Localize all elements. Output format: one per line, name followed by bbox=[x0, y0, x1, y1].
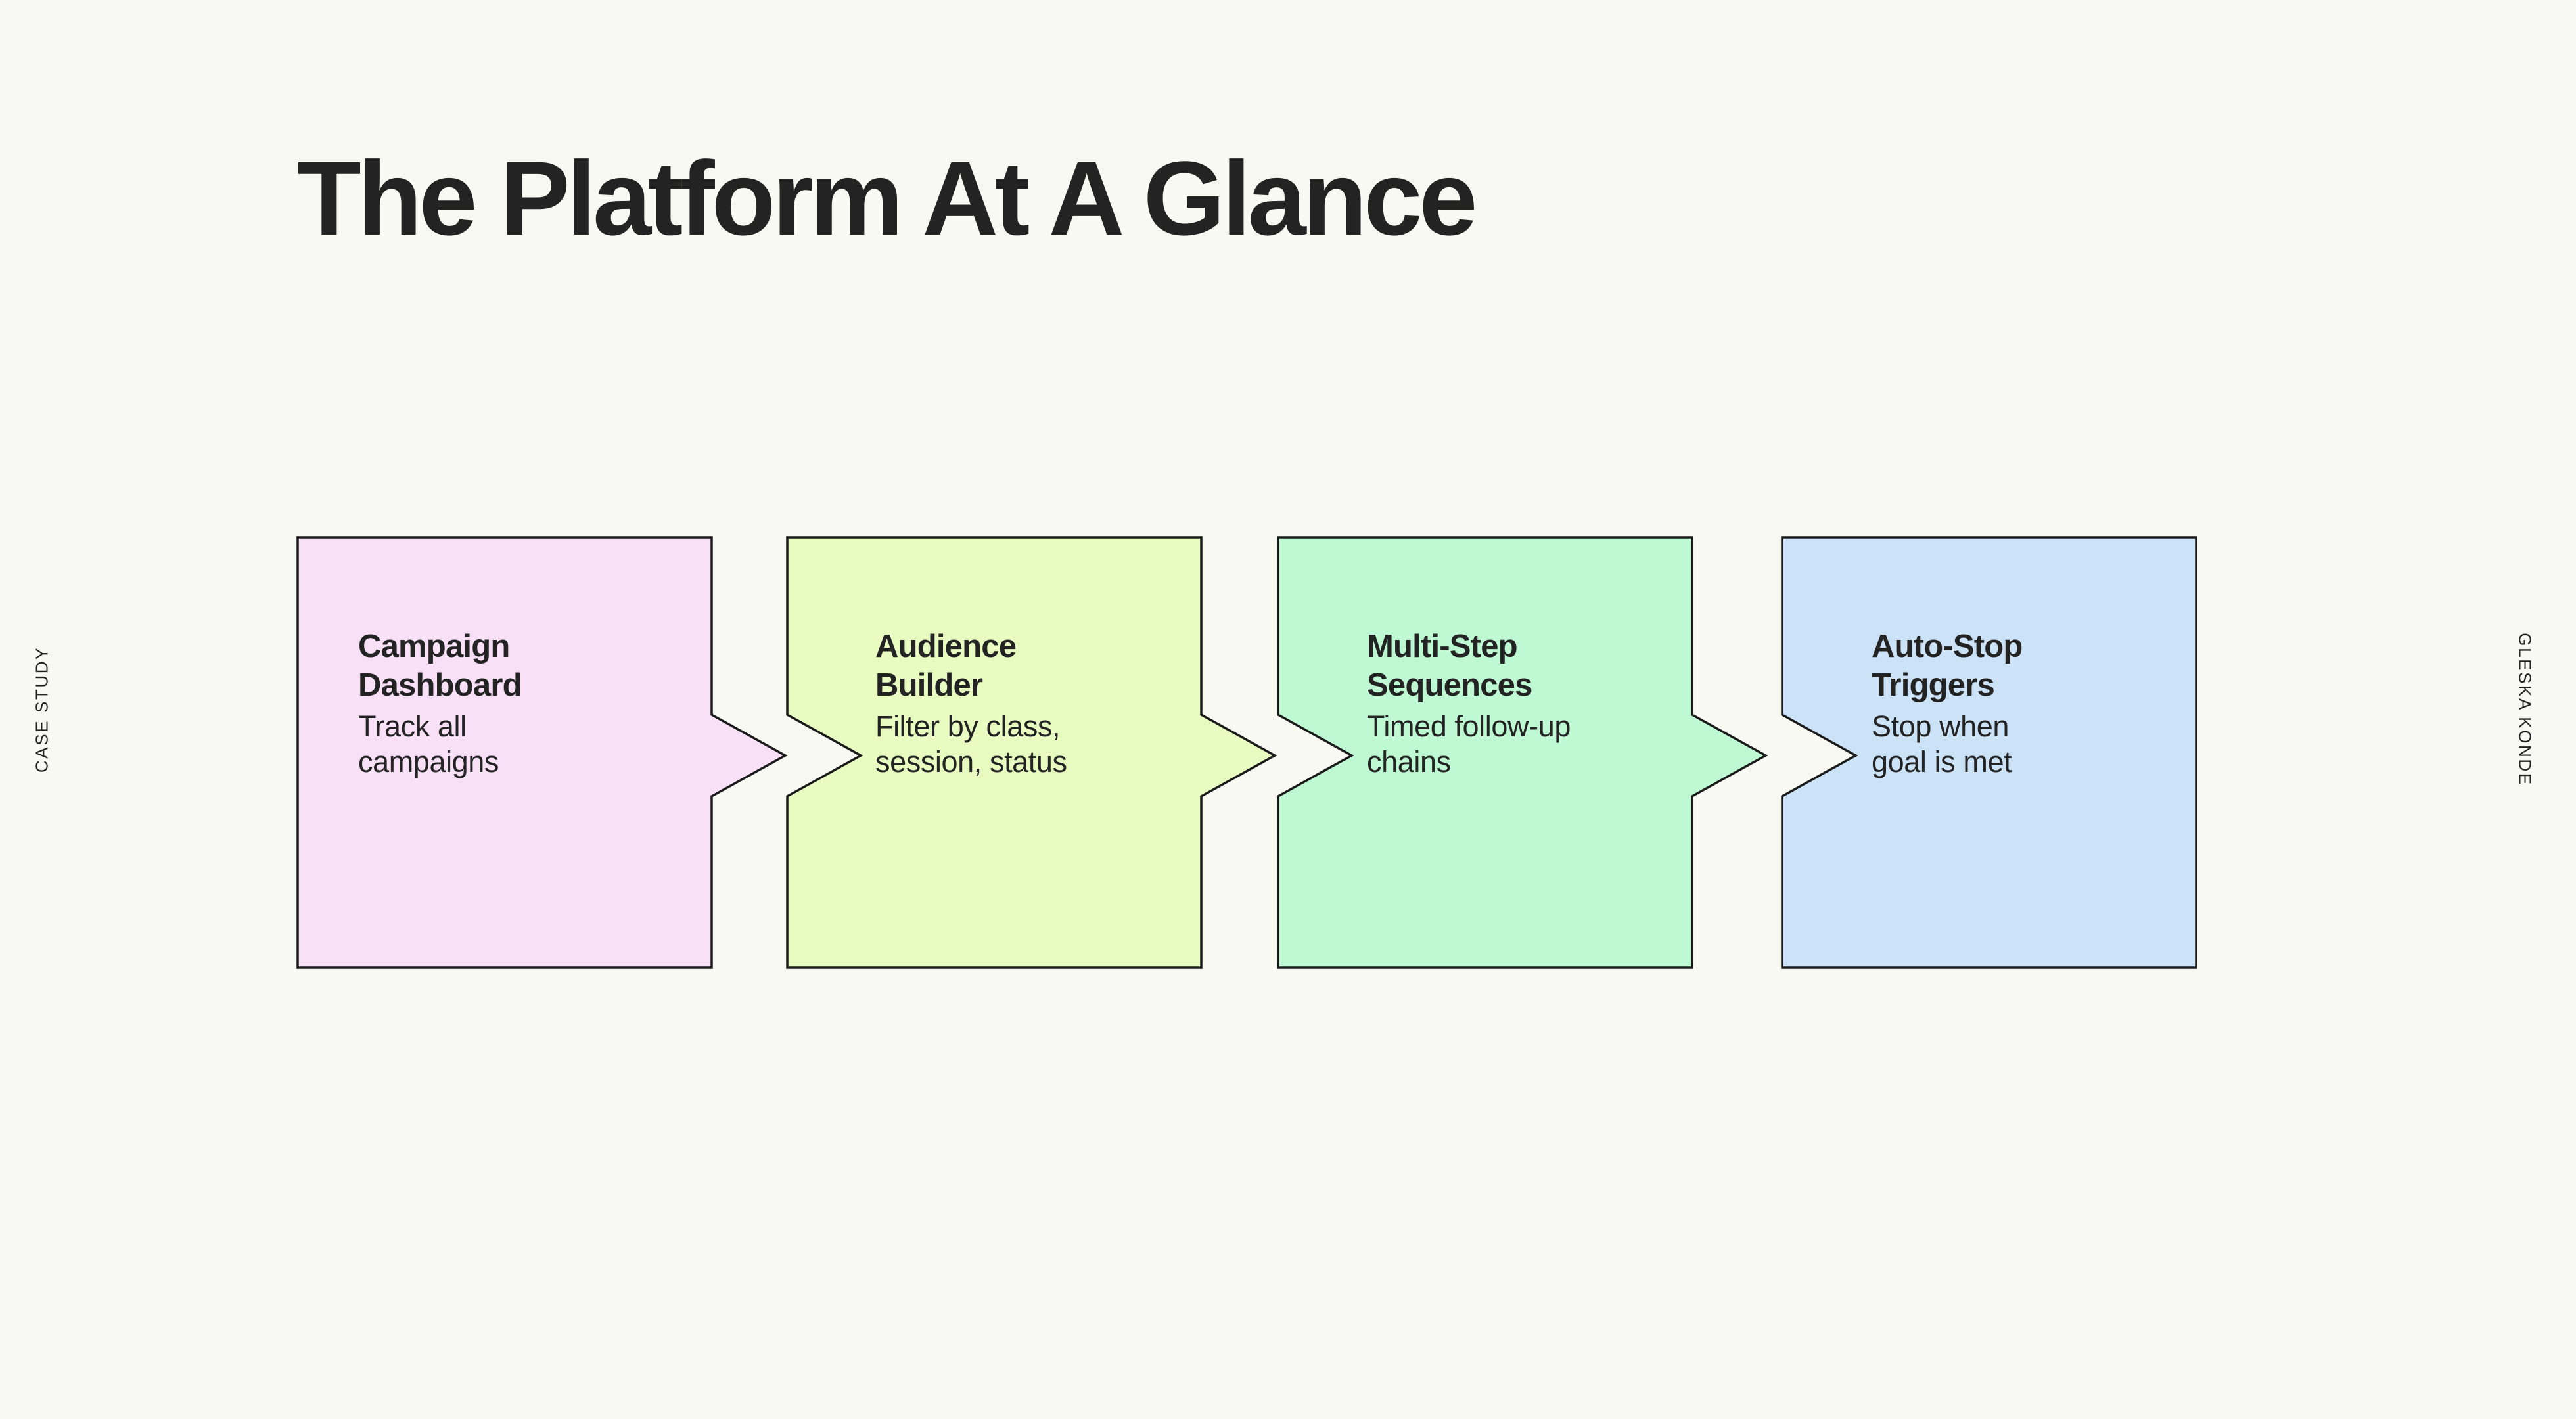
page-title: The Platform At A Glance bbox=[297, 139, 1477, 257]
chevron-card-3-heading: Multi-Step Sequences bbox=[1367, 629, 1532, 703]
chevron-card-4[interactable] bbox=[1781, 536, 2197, 969]
chevron-card-1[interactable] bbox=[296, 536, 788, 969]
chevron-card-2[interactable] bbox=[786, 536, 1277, 969]
chevron-card-1-body: Track all campaigns bbox=[358, 709, 499, 779]
chevron-card-4-heading: Auto-Stop Triggers bbox=[1872, 629, 2023, 703]
chevron-card-2-heading: Audience Builder bbox=[875, 629, 1017, 703]
chevron-card-2-body: Filter by class, session, status bbox=[875, 709, 1067, 779]
chevron-card-3-body: Timed follow-up chains bbox=[1367, 709, 1571, 779]
chevron-card-3[interactable] bbox=[1277, 536, 1768, 969]
chevron-card-4-body: Stop when goal is met bbox=[1872, 709, 2012, 779]
chevron-card-1-heading: Campaign Dashboard bbox=[358, 629, 522, 703]
